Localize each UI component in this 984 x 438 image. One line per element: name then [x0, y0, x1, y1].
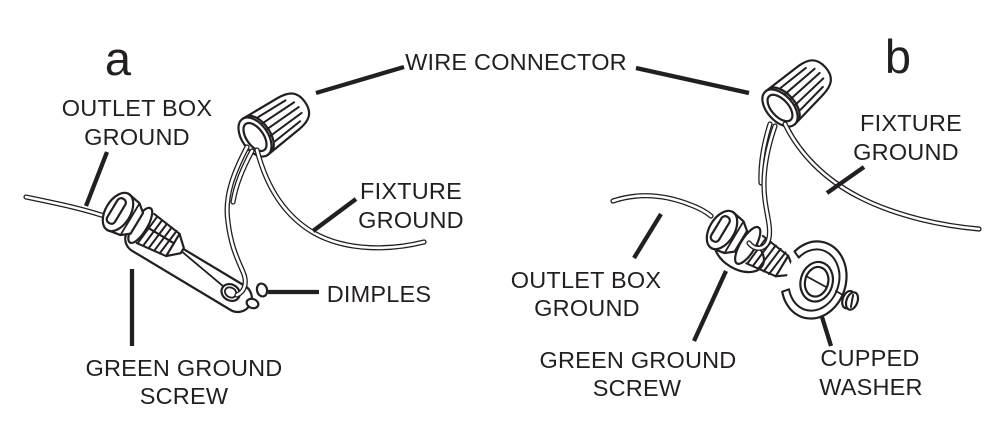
panel-b-letter: b: [885, 30, 911, 83]
green-ground-screw-b-illustration: [705, 209, 823, 295]
connector-wire-strand-a: [230, 148, 255, 205]
label-cupped-washer-line2: WASHER: [819, 374, 922, 400]
label-outlet-box-ground-b-line2: GROUND: [534, 295, 640, 321]
hooked-ground-wire-b: [746, 123, 778, 251]
screw-axis-through-washer: [805, 275, 827, 288]
label-outlet-box-ground-a-line1: OUTLET BOX: [62, 95, 213, 121]
panel-a-letter: a: [105, 32, 132, 85]
leader-outlet-box-ground-a: [83, 151, 110, 207]
connector-wire-strand-b: [758, 121, 773, 186]
screw-slot-a: [105, 197, 127, 225]
fixture-ground-wire-a: [254, 147, 427, 251]
outlet-box-ground-wire-a: [23, 194, 113, 221]
label-outlet-box-ground-a-line2: GROUND: [84, 124, 190, 150]
fixture-ground-wire-b: [782, 121, 982, 232]
hooked-ground-wire-a: [224, 144, 250, 298]
leader-green-ground-screw-b: [692, 270, 728, 342]
label-cupped-washer-line1: CUPPED: [820, 345, 919, 371]
label-fixture-ground-b-line2: GROUND: [853, 139, 959, 165]
label-outlet-box-ground-b-line1: OUTLET BOX: [511, 267, 662, 293]
wire-connector-b-illustration: [761, 59, 832, 128]
label-fixture-ground-a-line1: FIXTURE: [360, 178, 462, 204]
leader-fixture-ground-a: [311, 197, 358, 233]
leader-wire-connector-left: [315, 64, 405, 96]
label-wire-connector: WIRE CONNECTOR: [405, 49, 627, 75]
label-green-ground-screw-a-line1: GREEN GROUND: [86, 355, 283, 381]
label-fixture-ground-b-line1: FIXTURE: [860, 110, 962, 136]
label-green-ground-screw-b-line1: GREEN GROUND: [540, 347, 737, 373]
label-fixture-ground-a-line2: GROUND: [358, 207, 464, 233]
green-ground-screw-a-illustration: [101, 191, 253, 314]
outlet-box-ground-wire-b: [610, 193, 714, 219]
label-green-ground-screw-a-line2: SCREW: [140, 383, 229, 409]
leader-outlet-box-ground-b: [632, 212, 663, 260]
leader-cupped-washer: [819, 316, 834, 347]
leader-wire-connector-right: [635, 65, 750, 96]
leader-fixture-ground-b: [825, 165, 866, 195]
label-green-ground-screw-b-line2: SCREW: [593, 375, 682, 401]
dimples-illustration: [245, 282, 269, 310]
label-dimples: DIMPLES: [327, 281, 432, 307]
small-screw-illustration: [841, 289, 860, 311]
screw-slot-b: [709, 215, 731, 243]
